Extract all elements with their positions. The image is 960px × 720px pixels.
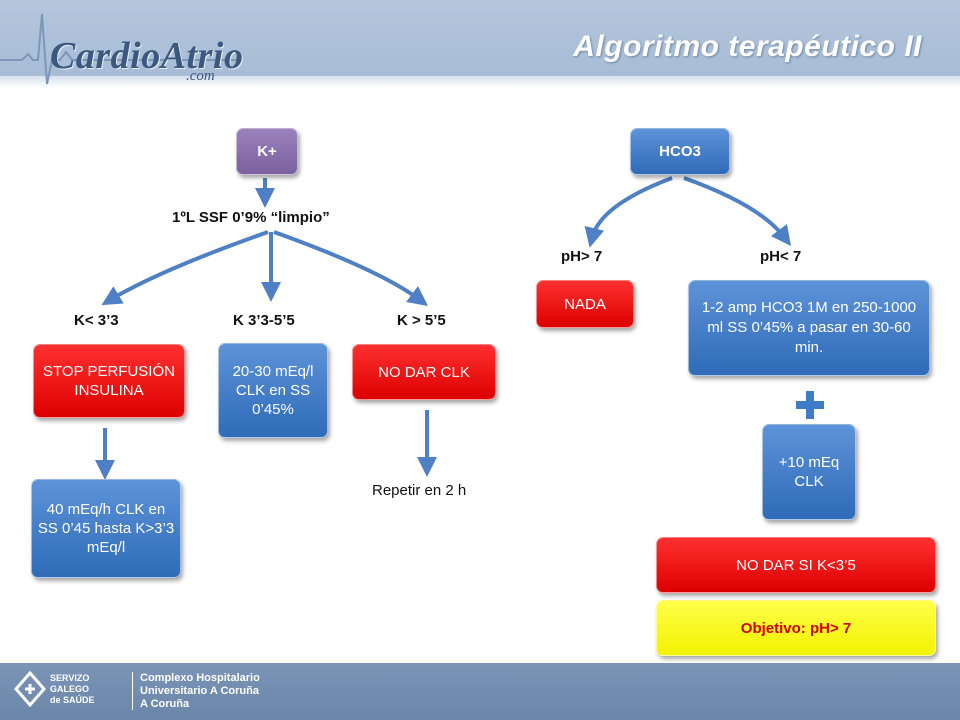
arrow-hco3-to-alkaline xyxy=(584,176,673,248)
branch-label-high: K > 5’5 xyxy=(397,312,446,329)
bicarbonate-dose-text: 1-2 amp HCO3 1M en 250-1000 ml SS 0’45% … xyxy=(701,299,917,356)
warning-box: NO DAR SI K<3’5 xyxy=(656,537,936,593)
sergas-emblem-icon xyxy=(14,671,46,707)
hospital-line-1: Complexo Hospitalario xyxy=(140,672,260,684)
saline-step-label: 1ºL SSF 0’9% “limpio” xyxy=(172,209,330,226)
org-line-2: GALEGO xyxy=(50,684,90,694)
ph-label-high: pH> 7 xyxy=(561,248,603,265)
goal-box: Objetivo: pH> 7 xyxy=(656,600,936,656)
clk-dose-text: 20-30 mEq/l CLK en SS 0’45% xyxy=(232,363,314,418)
footer-divider xyxy=(132,672,133,710)
logo-subtext: .com xyxy=(186,68,215,84)
branch-label-low: K< 3’3 xyxy=(74,312,119,329)
arrow-hco3-to-acid xyxy=(683,176,792,246)
no-clk-text: NO DAR CLK xyxy=(378,363,470,381)
potassium-root-box: K+ xyxy=(236,128,298,175)
clk-infusion-box: 40 mEq/h CLK en SS 0’45 hasta K>3’3 mEq/… xyxy=(31,479,181,578)
page-title: Algoritmo terapéutico II xyxy=(573,30,922,63)
potassium-supplement-box: +10 mEq CLK xyxy=(762,424,856,520)
org-line-1: SERVIZO xyxy=(50,673,90,683)
no-clk-box: NO DAR CLK xyxy=(352,344,496,400)
repeat-label: Repetir en 2 h xyxy=(372,482,467,499)
footer-bar xyxy=(0,663,960,720)
header-bar xyxy=(0,0,960,76)
clk-infusion-text: 40 mEq/h CLK en SS 0’45 hasta K>3’3 mEq/… xyxy=(37,501,175,556)
nothing-box: NADA xyxy=(536,280,634,328)
plus-icon xyxy=(796,391,824,419)
clk-dose-box: 20-30 mEq/l CLK en SS 0’45% xyxy=(218,343,328,438)
branch-label-mid: K 3’3-5’5 xyxy=(233,312,295,329)
hospital-line-3: A Coruña xyxy=(140,698,190,710)
goal-text: Objetivo: pH> 7 xyxy=(740,619,852,637)
header-fade xyxy=(0,76,960,88)
nothing-text: NADA xyxy=(564,295,606,313)
arrow-step-to-low xyxy=(101,230,269,306)
bicarbonate-root-box: HCO3 xyxy=(630,128,730,175)
bicarbonate-root-label: HCO3 xyxy=(659,143,701,160)
potassium-root-label: K+ xyxy=(257,143,277,160)
org-line-3: de SAÚDE xyxy=(50,695,95,705)
potassium-supplement-text: +10 mEq CLK xyxy=(778,454,840,490)
arrow-step-to-high xyxy=(273,230,429,306)
hospital-line-2: Universitario A Coruña xyxy=(140,685,259,697)
stop-insulin-text: STOP PERFUSIÓN INSULINA xyxy=(43,363,175,399)
ph-label-low: pH< 7 xyxy=(760,248,802,265)
stop-insulin-box: STOP PERFUSIÓN INSULINA xyxy=(33,344,185,418)
warning-text: NO DAR SI K<3’5 xyxy=(736,556,856,574)
ecg-trace-icon xyxy=(0,13,240,85)
bicarbonate-dose-box: 1-2 amp HCO3 1M en 250-1000 ml SS 0’45% … xyxy=(688,280,930,376)
logo-text: CardioAtrio xyxy=(50,35,244,77)
